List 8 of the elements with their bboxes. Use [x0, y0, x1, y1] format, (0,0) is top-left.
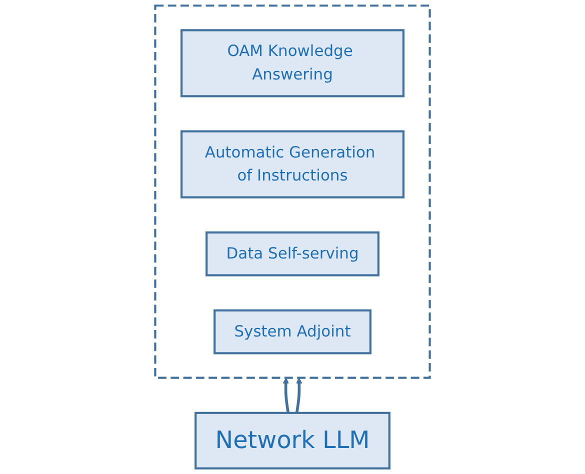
node-box: Network LLM	[194, 412, 390, 470]
arrow	[295, 378, 302, 414]
node-box: Data Self-serving	[206, 231, 380, 276]
node-box: Automatic Generation of Instructions	[180, 130, 404, 198]
node-box: OAM Knowledge Answering	[180, 29, 404, 98]
arrow	[282, 378, 290, 414]
node-box: System Adjoint	[214, 309, 372, 354]
cluster	[154, 4, 431, 379]
